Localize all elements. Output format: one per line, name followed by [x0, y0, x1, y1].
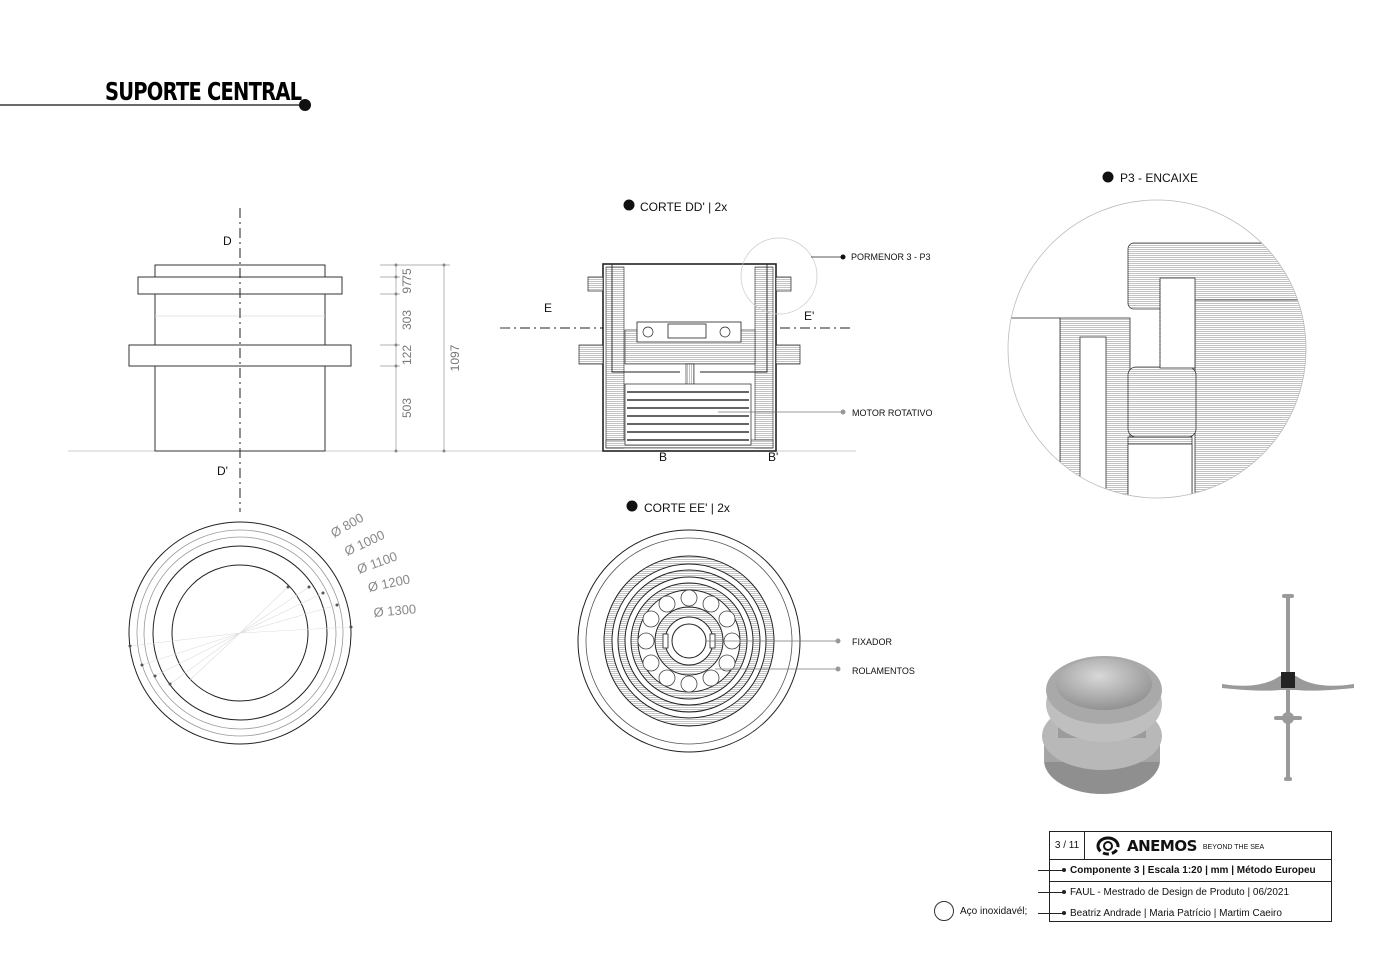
turbine-silhouette [1222, 594, 1354, 781]
callout-pormenor: PORMENOR 3 - P3 [851, 252, 931, 262]
dim-75: 75 [400, 268, 414, 282]
dim-97: 97 [400, 280, 414, 294]
marker-e-prime: E' [804, 309, 814, 323]
material-label: Aço inoxidavél; [960, 905, 1028, 917]
dim-total: 1097 [448, 344, 462, 371]
title-block-header: 3 / 11 ANEMOS BEYOND THE SEA [1050, 832, 1331, 860]
bullet-dot-icon [626, 500, 638, 512]
marker-b-prime: B' [768, 450, 778, 464]
title-block-line-3: Beatriz Andrade | Maria Patrício | Marti… [1038, 903, 1331, 924]
title-block-line-2: FAUL - Mestrado de Design de Produto | 0… [1038, 882, 1331, 903]
diameter-1200: Ø 1200 [367, 571, 412, 595]
material-legend: Aço inoxidavél; [934, 901, 1027, 921]
marker-d-prime: D' [217, 464, 228, 478]
page-title: SUPORTE CENTRAL [105, 78, 302, 107]
title-block: 3 / 11 ANEMOS BEYOND THE SEA Componente … [1038, 831, 1332, 924]
diameter-1100: Ø 1100 [355, 548, 399, 576]
callout-fixador: FIXADOR [852, 637, 893, 647]
plan-view [128, 521, 353, 745]
anemos-logo-icon [1096, 836, 1120, 855]
page-title-group: SUPORTE CENTRAL [0, 78, 311, 111]
section-ee-title: CORTE EE' | 2x [644, 501, 730, 515]
bullet-dot-icon [1102, 171, 1114, 183]
section-ee-view [577, 529, 841, 753]
callout-motor: MOTOR ROTATIVO [852, 408, 933, 418]
title-block-line-1: Componente 3 | Escala 1:20 | mm | Método… [1038, 860, 1331, 882]
section-dd-title: CORTE DD' | 2x [640, 200, 727, 214]
detail-p3-title: P3 - ENCAIXE [1120, 171, 1198, 185]
bullet-dot-icon [623, 199, 635, 211]
marker-e: E [544, 301, 552, 315]
dim-503: 503 [400, 398, 414, 418]
marker-d: D [223, 234, 232, 248]
dim-122: 122 [400, 345, 414, 365]
material-swatch [934, 901, 954, 921]
detail-p3-view [1007, 199, 1307, 499]
brand-subtitle: BEYOND THE SEA [1202, 844, 1265, 851]
brand-name: ANEMOS [1127, 836, 1197, 855]
dim-303: 303 [400, 310, 414, 330]
brand: ANEMOS BEYOND THE SEA [1085, 836, 1264, 856]
render-3d [1042, 656, 1162, 794]
section-dd-view [500, 237, 852, 452]
elevation-view [68, 208, 856, 512]
sheet-number: 3 / 11 [1050, 832, 1085, 859]
diameter-1300: Ø 1300 [373, 601, 417, 620]
bullet-dot-icon [299, 99, 311, 111]
marker-b: B [659, 450, 667, 464]
callout-rolamentos: ROLAMENTOS [852, 666, 915, 676]
